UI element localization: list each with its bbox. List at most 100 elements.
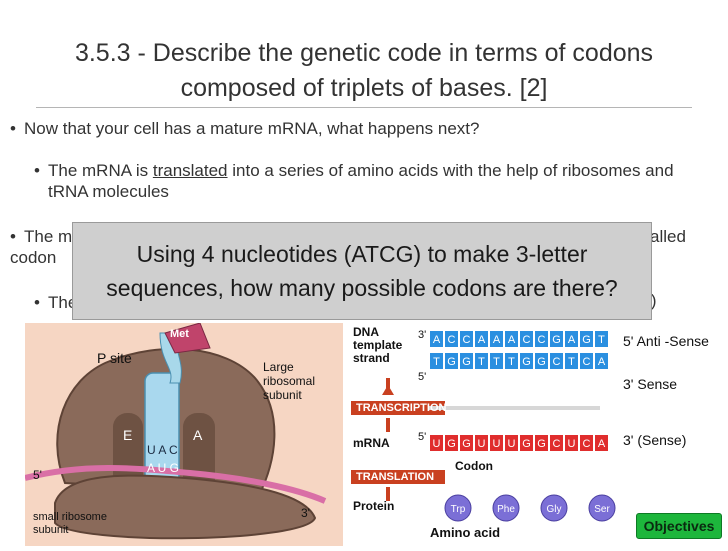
base-block <box>460 331 473 347</box>
dna-label-line-1: DNA <box>353 325 379 339</box>
base-block <box>595 435 608 451</box>
base-block <box>490 435 503 451</box>
met-label: Met <box>170 328 189 340</box>
base-letter: T <box>568 356 575 368</box>
base-letter: A <box>508 334 516 346</box>
base-block <box>580 331 593 347</box>
bullet-1: • Now that your cell has a mature mRNA, … <box>10 118 714 139</box>
base-block <box>550 353 563 369</box>
dna-template-label: DNA template strand <box>353 326 402 365</box>
mrna-strand-shape <box>24 465 327 504</box>
base-block <box>550 331 563 347</box>
base-letter: T <box>433 356 440 368</box>
base-block <box>550 435 563 451</box>
bullet-dot: • <box>34 293 40 312</box>
base-letter: G <box>462 438 471 450</box>
amino-acid-label: Amino acid <box>430 525 501 540</box>
base-letter: T <box>508 356 515 368</box>
base-block <box>460 353 473 369</box>
base-block <box>460 435 473 451</box>
amino-acid-shape <box>540 494 568 522</box>
dna-label-line-2: template <box>353 338 403 352</box>
sense-text: Sense <box>637 376 678 392</box>
question-popup: Using 4 nucleotides (ATCG) to make 3-let… <box>72 222 652 320</box>
base-letter: A <box>598 356 606 368</box>
base-block <box>565 353 578 369</box>
base-block <box>430 435 443 451</box>
base-block <box>475 435 488 451</box>
base-block <box>565 331 578 347</box>
base-block <box>505 331 518 347</box>
mrna-label: mRNA <box>353 436 390 450</box>
base-letter: A <box>433 334 441 346</box>
base-letter: G <box>552 334 561 346</box>
bullet-1-text: Now that your cell has a mature mRNA, wh… <box>24 119 480 138</box>
base-block <box>430 331 443 347</box>
base-block <box>535 353 548 369</box>
sense-paren-text: (Sense) <box>637 432 687 448</box>
base-letter: G <box>582 334 591 346</box>
p-site-label: P site <box>97 350 132 366</box>
base-letter: T <box>478 356 485 368</box>
base-letter: G <box>537 438 546 450</box>
anti-sense-text: Anti -Sense <box>636 333 709 349</box>
three-prime-label: 3' <box>301 506 310 520</box>
base-letter: T <box>493 356 500 368</box>
base-block <box>535 435 548 451</box>
transcription-banner <box>351 401 445 415</box>
base-letter: G <box>522 438 531 450</box>
anti-sense-label: 5' Anti -Sense <box>623 333 709 349</box>
base-block <box>445 331 458 347</box>
arrow-3-shaft <box>386 487 390 501</box>
bullet-2-pre: The mRNA is <box>48 161 153 180</box>
bullet-2: • The mRNA is translated into a series o… <box>34 160 698 202</box>
prime-5-mrna: 5' <box>418 431 427 443</box>
base-block <box>520 435 533 451</box>
small-subunit-label: small ribosome subunit <box>33 511 107 537</box>
base-block <box>505 353 518 369</box>
base-letter: G <box>447 356 456 368</box>
base-letter: A <box>598 438 606 450</box>
amino-acid-name: Ser <box>594 504 610 515</box>
base-block <box>535 331 548 347</box>
base-block <box>580 435 593 451</box>
large-label-line-1: Large <box>263 360 294 374</box>
bullet-4: • The <box>34 292 77 313</box>
base-letter: C <box>583 438 591 450</box>
base-letter: U <box>493 438 501 450</box>
base-block <box>505 435 518 451</box>
small-label-line-1: small ribosome <box>33 511 107 523</box>
base-letter: U <box>478 438 486 450</box>
transcription-label: TRANSCRIPTION <box>356 402 447 414</box>
base-block <box>490 353 503 369</box>
amino-acid-shape <box>492 494 520 522</box>
large-label-line-3: subunit <box>263 388 302 402</box>
title-line-1: 3.5.3 - Describe the genetic code in ter… <box>74 39 654 67</box>
protein-label: Protein <box>353 499 395 513</box>
base-letter: G <box>522 356 531 368</box>
base-letter: C <box>583 356 591 368</box>
bullet-2-post: into a series of amino acids with the he… <box>48 161 674 201</box>
bullet-3-end: alled <box>650 227 686 246</box>
bullet-3-line-2: codon <box>10 248 57 267</box>
translated-term: translated <box>152 161 228 180</box>
base-block <box>595 331 608 347</box>
anticodon-label: U A C <box>147 443 178 457</box>
five-prime-label: 5' <box>33 468 42 482</box>
base-letter: C <box>553 438 561 450</box>
base-block <box>430 353 443 369</box>
base-letter: A <box>493 334 501 346</box>
objectives-button[interactable]: Objectives <box>636 513 722 539</box>
base-letter: A <box>568 334 576 346</box>
base-block <box>445 353 458 369</box>
arrow-1-shaft <box>386 378 390 388</box>
arrow-2-shaft <box>386 418 390 432</box>
prime-5-mid: 5' <box>418 371 427 383</box>
base-block <box>520 331 533 347</box>
question-line-2: sequences, how many possible codons are … <box>106 275 618 301</box>
